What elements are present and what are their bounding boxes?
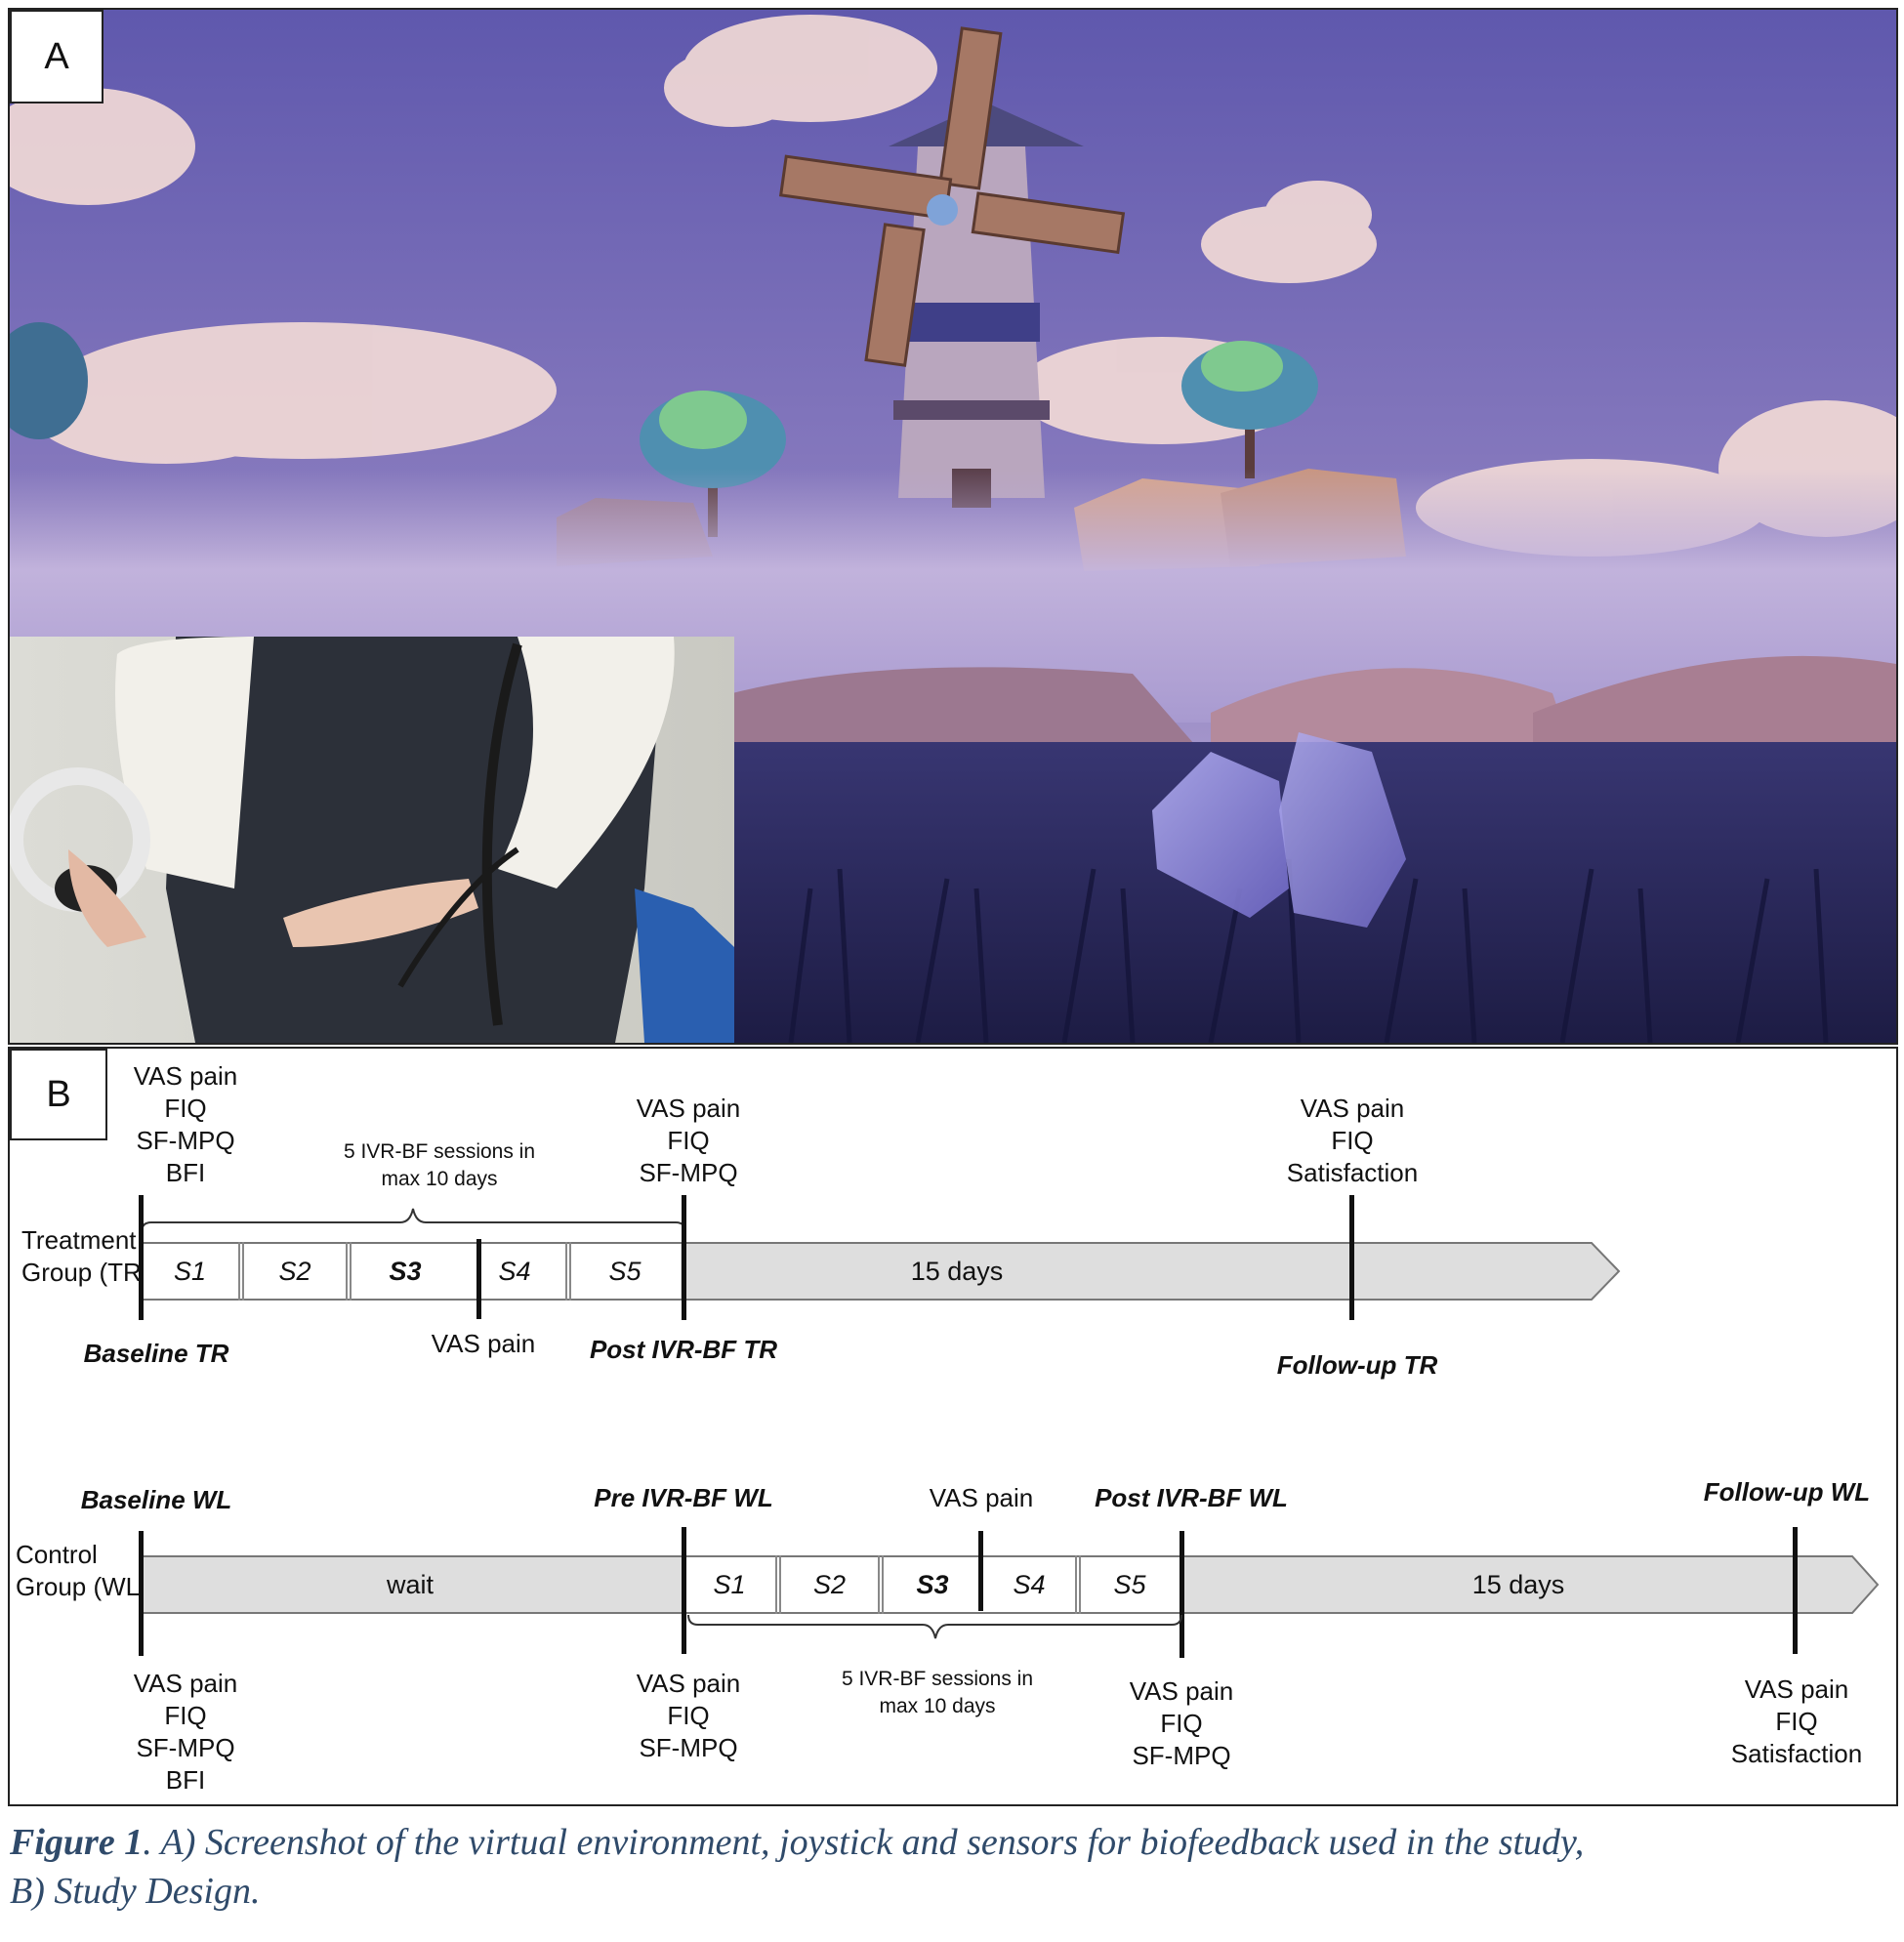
caption-text-2: B) Study Design. — [10, 1871, 261, 1912]
caption-text-1: . A) Screenshot of the virtual environme… — [143, 1822, 1585, 1863]
panel-b-study-design: B VAS pain FIQ SF-MPQ BFI 5 IVR-BF sessi… — [8, 1047, 1898, 1806]
wl-baseline-label: Baseline WL — [80, 1485, 232, 1514]
wl-duration: 15 days — [1471, 1569, 1565, 1599]
wl-wait: wait — [386, 1569, 434, 1599]
wl-post-label: Post IVR-BF WL — [1095, 1483, 1288, 1512]
tr-mid-measure: VAS pain — [431, 1329, 536, 1358]
tr-session-s2: S2 — [244, 1242, 352, 1301]
tr-baseline-marker — [139, 1195, 144, 1320]
wl-post-marker — [1180, 1531, 1184, 1658]
wl-session-s3: S3 — [916, 1569, 949, 1599]
hills — [732, 655, 1896, 752]
wl-sessions-note: 5 IVR-BF sessions in max 10 days — [841, 1668, 1034, 1717]
grass-blades — [788, 858, 1829, 1043]
tr-followup-marker — [1349, 1195, 1354, 1320]
tr-post-label: Post IVR-BF TR — [589, 1335, 778, 1364]
crystal — [1152, 732, 1406, 928]
virtual-environment-scene — [10, 10, 1896, 1043]
wl-session-s5: S5 — [1113, 1569, 1146, 1599]
tr-group-label: Treatment Group (TR) — [21, 1225, 150, 1287]
tr-session-s1: S1 — [142, 1242, 244, 1301]
tr-timeline-bar: S1 S2 S3 S4 S5 15 days — [142, 1242, 1621, 1301]
tr-session-s5: S5 — [608, 1256, 642, 1286]
tr-followup-label: Follow-up TR — [1276, 1350, 1438, 1380]
caption-label: Figure 1 — [10, 1822, 144, 1863]
tr-duration: 15 days — [910, 1256, 1004, 1286]
wl-post-measures: VAS pain FIQ SF-MPQ — [1129, 1676, 1234, 1770]
tr-sessions-note: 5 IVR-BF sessions in max 10 days — [343, 1140, 536, 1190]
tr-sessions-brace — [141, 1208, 686, 1233]
wl-baseline-measures: VAS pain FIQ SF-MPQ BFI — [133, 1669, 238, 1795]
windmill — [778, 26, 1126, 508]
wl-followup-label: Follow-up WL — [1703, 1477, 1871, 1507]
wl-session-s1: S1 — [683, 1555, 781, 1614]
wl-followup-measures: VAS pain FIQ Satisfaction — [1730, 1674, 1863, 1768]
tr-baseline-label: Baseline TR — [83, 1339, 229, 1368]
wl-session-s2: S2 — [781, 1555, 884, 1614]
tr-baseline-measures: VAS pain FIQ SF-MPQ BFI — [133, 1061, 238, 1187]
tr-session-s3: S3 — [389, 1256, 422, 1286]
figure-caption: Figure 1. A) Screenshot of the virtual e… — [10, 1818, 1884, 1916]
wl-pre-label: Pre IVR-BF WL — [594, 1483, 773, 1512]
wl-pre-measures: VAS pain FIQ SF-MPQ — [636, 1669, 741, 1762]
panel-a-image: A — [8, 8, 1898, 1045]
panel-a-letter: A — [10, 10, 103, 103]
tr-session-s4: S4 — [464, 1242, 571, 1301]
wl-mid-marker — [978, 1531, 983, 1611]
wl-timeline-bar: wait S1 S2 S3 S4 S5 15 days — [142, 1555, 1880, 1614]
tr-mid-marker — [476, 1239, 481, 1319]
wl-baseline-marker — [139, 1531, 144, 1656]
wl-sessions-brace — [687, 1614, 1182, 1639]
wl-mid-measure: VAS pain — [929, 1483, 1034, 1512]
panel-b-letter: B — [10, 1049, 107, 1140]
tr-post-marker — [682, 1195, 686, 1320]
wl-group-label: Control Group (WL) — [16, 1540, 148, 1601]
participant-photo — [10, 637, 734, 1043]
tr-followup-measures: VAS pain FIQ Satisfaction — [1286, 1094, 1419, 1187]
tr-post-measures: VAS pain FIQ SF-MPQ — [636, 1094, 741, 1187]
wl-followup-marker — [1793, 1527, 1798, 1654]
wl-session-s4: S4 — [983, 1555, 1081, 1614]
wl-pre-marker — [682, 1527, 686, 1654]
